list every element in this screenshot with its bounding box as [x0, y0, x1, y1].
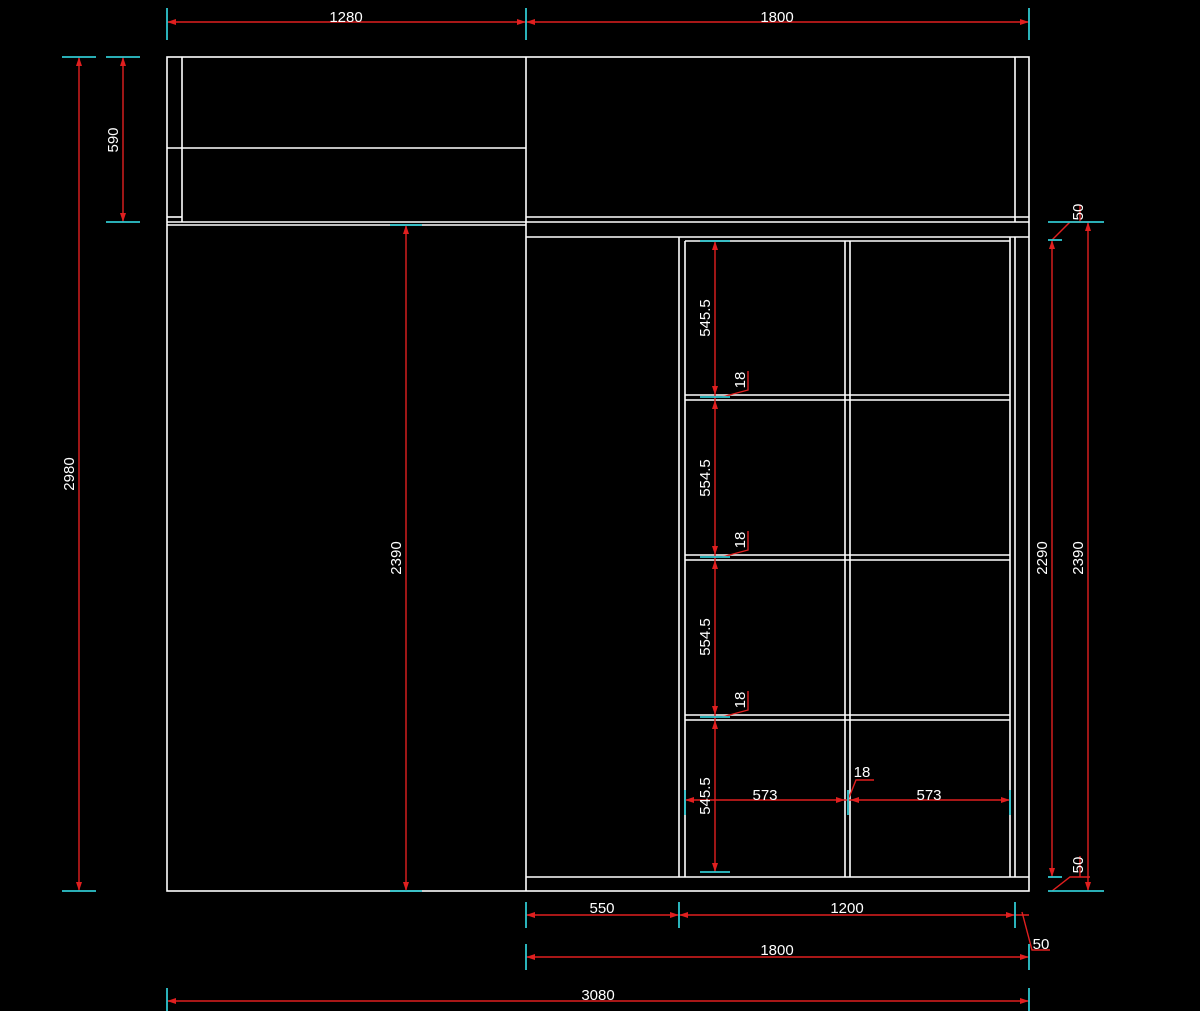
dim-bottom-50: 50 [1033, 936, 1050, 953]
dim-shelf-2: 554.5 [697, 459, 714, 497]
dim-board-2: 18 [732, 532, 749, 549]
dim-board-3: 18 [732, 692, 749, 709]
dim-overall-width: 3080 [581, 987, 614, 1004]
extension-ticks [62, 8, 1104, 1011]
dim-bottom-1200: 1200 [830, 900, 863, 917]
dim-shelf-4: 545.5 [697, 777, 714, 815]
dim-top-left: 1280 [329, 9, 362, 26]
dim-top-right: 1800 [760, 9, 793, 26]
dimension-labels: 1280 1800 2980 590 2390 545.5 554.5 554.… [61, 9, 1087, 1004]
dim-bottom-1800: 1800 [760, 942, 793, 959]
dim-cell-left: 573 [752, 787, 777, 804]
dim-upper-height: 590 [105, 127, 122, 152]
wardrobe-outline [166, 56, 1030, 892]
dim-bottom-550: 550 [589, 900, 614, 917]
dim-right-height: 2390 [1070, 541, 1087, 574]
dim-total-height: 2980 [61, 457, 78, 490]
dim-divider: 18 [854, 764, 871, 781]
dim-cell-right: 573 [916, 787, 941, 804]
dim-left-height: 2390 [388, 541, 405, 574]
dim-inner-height: 2290 [1034, 541, 1051, 574]
dim-board-1: 18 [732, 372, 749, 389]
dim-bottom-gap: 50 [1070, 857, 1087, 874]
dimension-lines [76, 19, 1091, 1004]
dim-top-gap: 50 [1070, 204, 1087, 221]
dim-shelf-1: 545.5 [697, 299, 714, 337]
dim-shelf-3: 554.5 [697, 618, 714, 656]
